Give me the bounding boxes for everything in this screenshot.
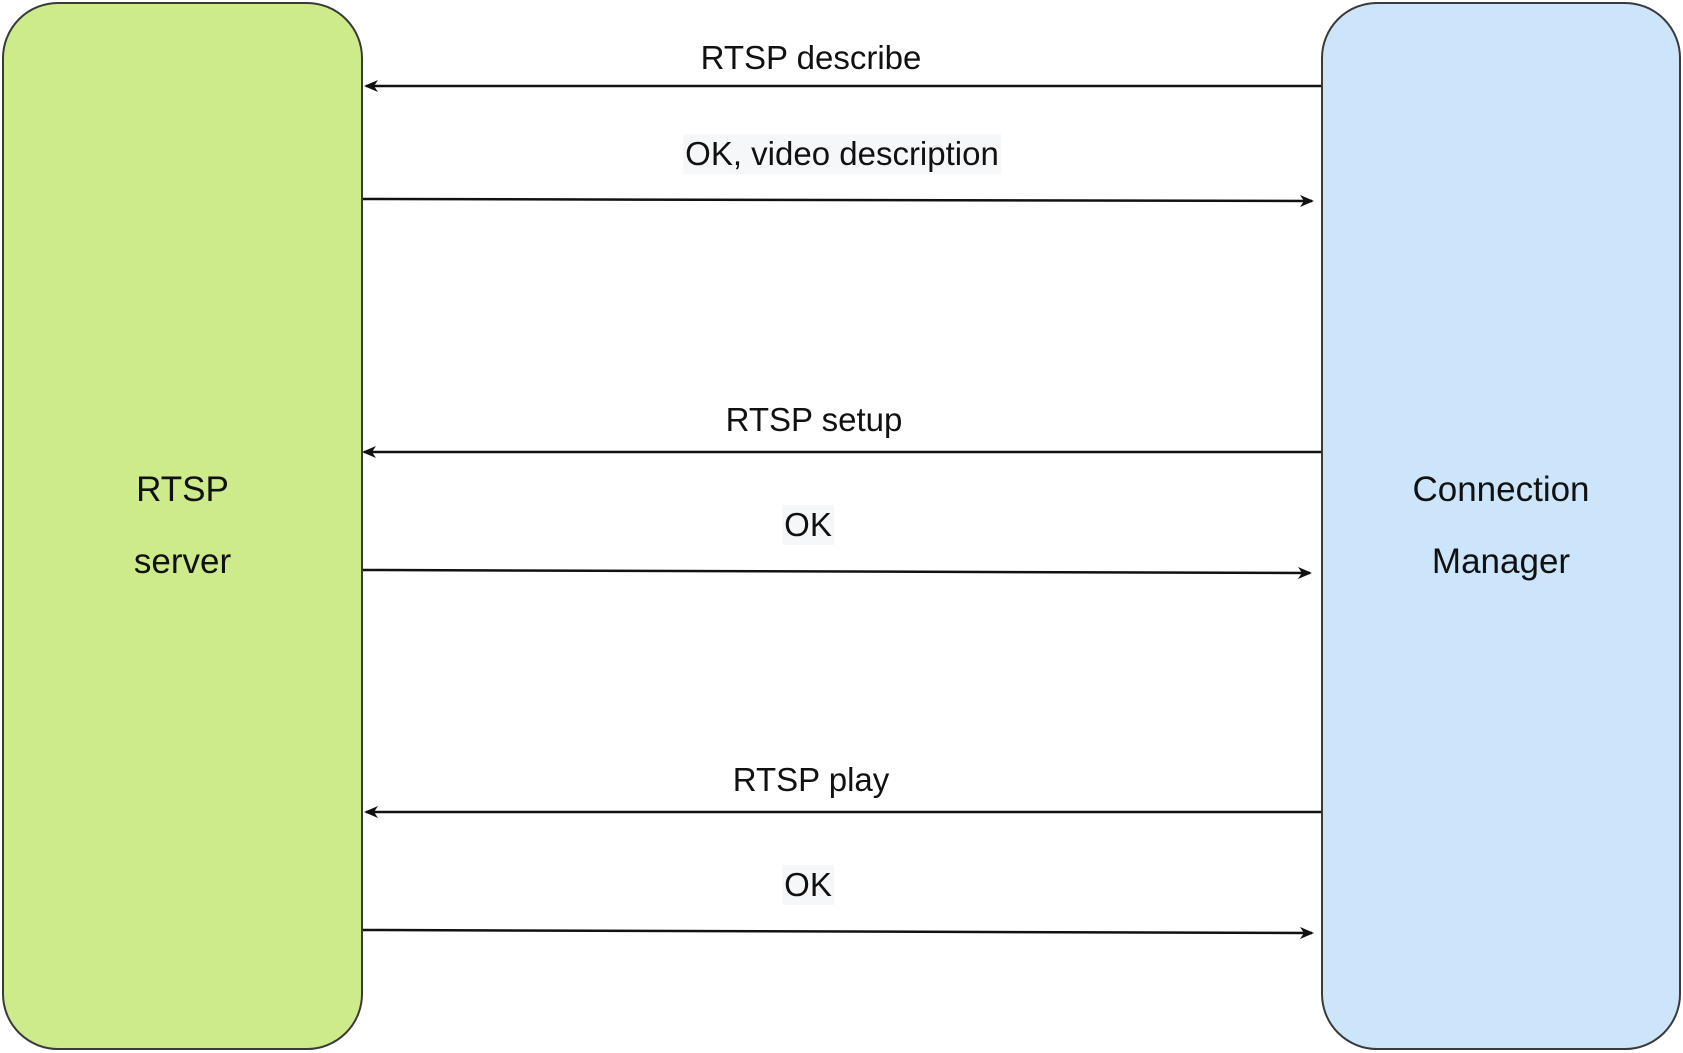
message-label-rtsp-describe: RTSP describe <box>700 39 922 76</box>
message-label-ok-video-description: OK, video description <box>683 134 1001 174</box>
message-arrow-ok-play <box>362 926 1314 939</box>
connection-manager-label-line1: Connection <box>1412 470 1590 509</box>
connection-manager-box: Connection Manager <box>1321 2 1681 1050</box>
message-arrow-ok-setup <box>362 566 1312 579</box>
message-label-ok-setup: OK <box>782 505 834 545</box>
rtsp-server-box: RTSP server <box>2 2 363 1050</box>
message-arrow-ok-video-description <box>362 194 1314 207</box>
connection-manager-label-line2: Manager <box>1431 542 1571 581</box>
message-label-rtsp-play: RTSP play <box>732 761 890 798</box>
message-label-ok-play: OK <box>782 865 834 905</box>
rtsp-server-label-line1: RTSP <box>136 470 229 509</box>
message-label-rtsp-setup: RTSP setup <box>725 401 903 438</box>
rtsp-server-label-line2: server <box>133 542 232 581</box>
